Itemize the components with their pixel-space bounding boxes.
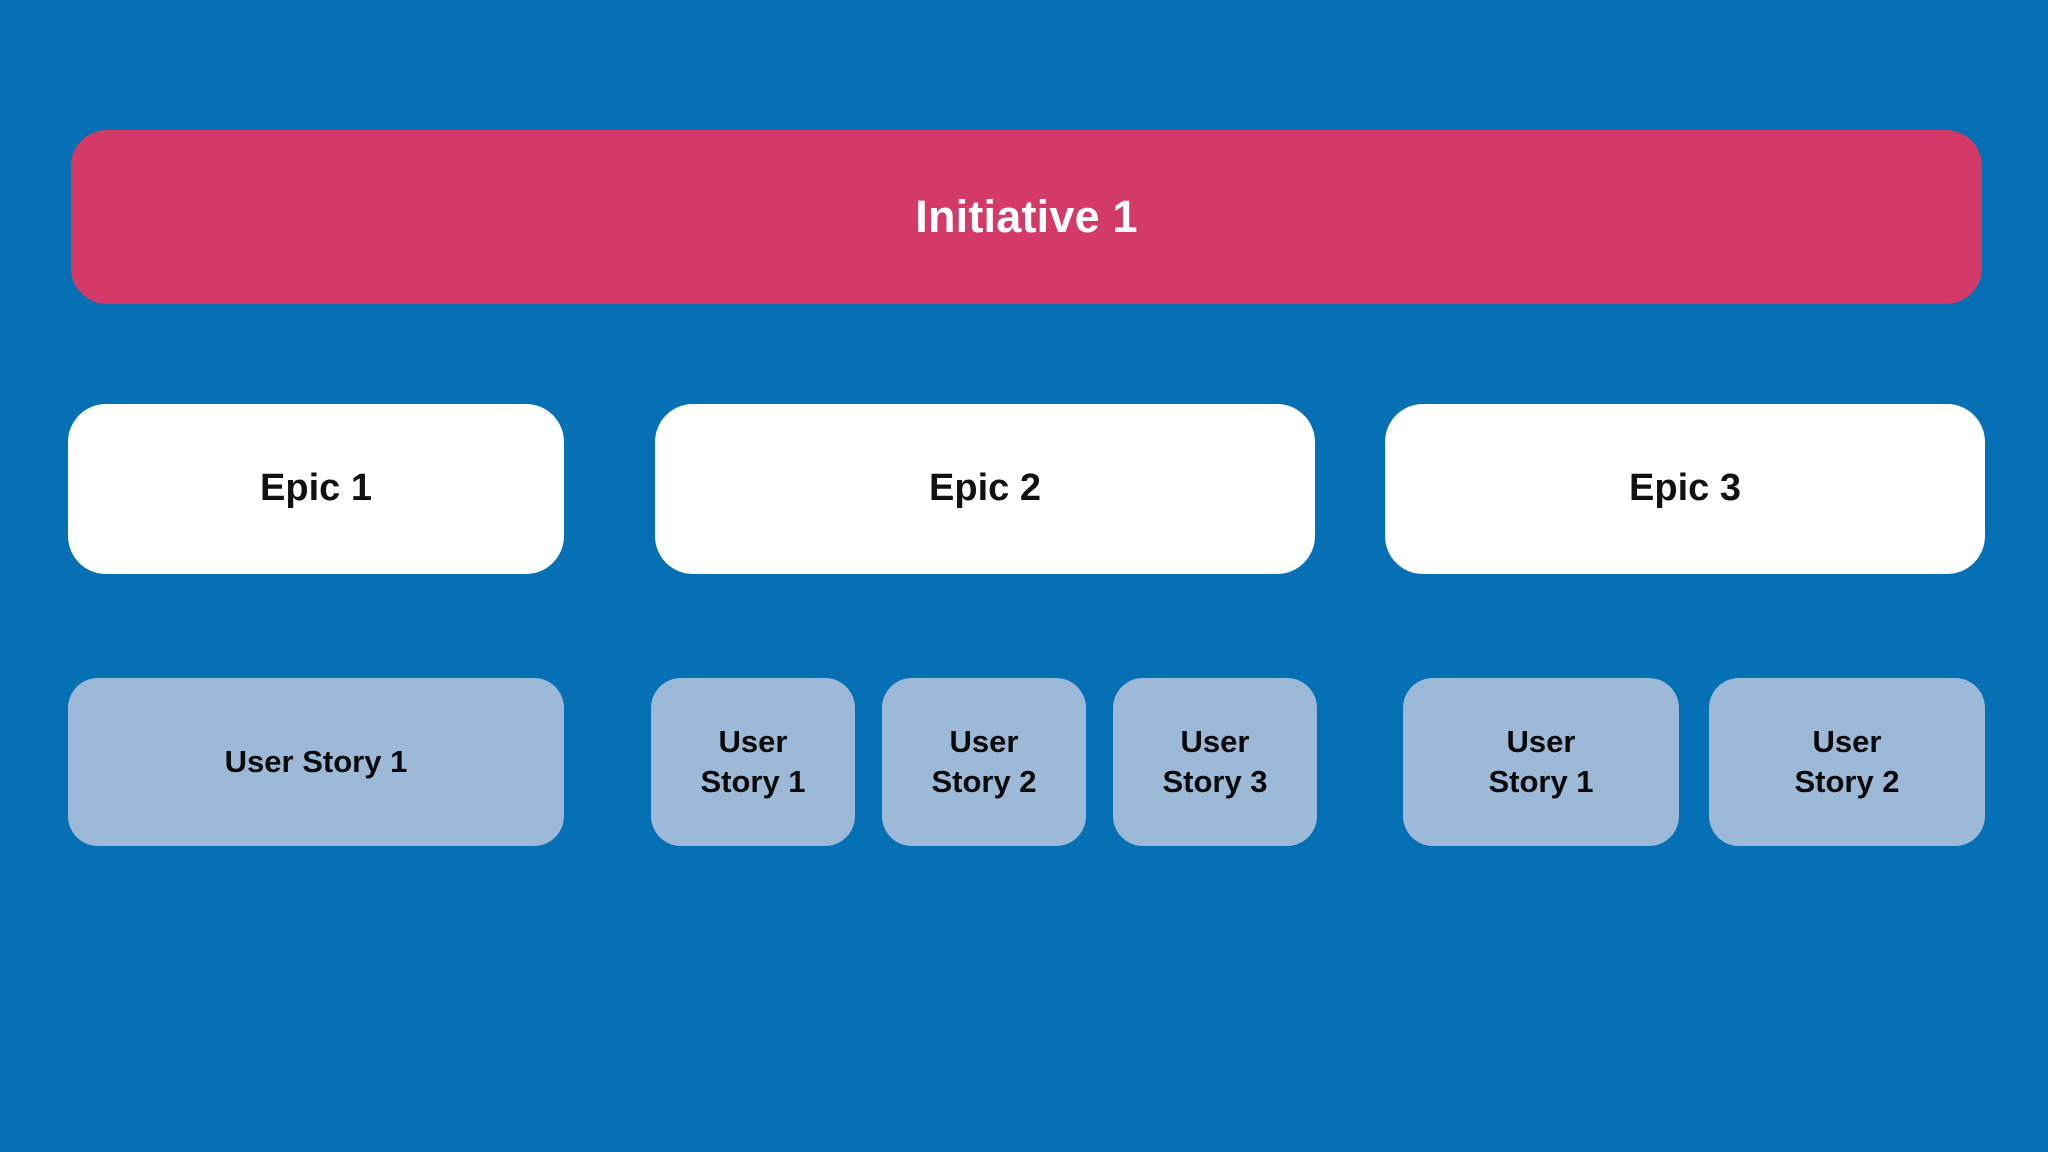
epic-card-1[interactable]: Epic 1 [68,404,564,574]
epic-label-3: Epic 3 [1629,467,1741,510]
user-story-group-epic-3: User Story 1 User Story 2 [1403,678,1985,846]
user-story-label: User Story 1 [224,744,408,780]
user-story-label: User Story 1 [692,722,813,801]
initiative-label: Initiative 1 [915,191,1138,243]
initiative-card[interactable]: Initiative 1 [71,130,1982,304]
user-story-label-line2: Story 3 [1162,764,1268,799]
user-story-label-line1: User [718,724,788,760]
user-story-card[interactable]: User Story 2 [1709,678,1985,846]
user-story-label: User Story 1 [1480,722,1601,801]
user-story-label-line1: User [949,724,1019,760]
epic-card-2[interactable]: Epic 2 [655,404,1315,574]
user-story-label-line2: Story 2 [931,764,1037,799]
epic-label-2: Epic 2 [929,467,1041,510]
user-story-label-line1: User [1506,724,1576,760]
user-story-label-line2: Story 1 [700,764,806,799]
user-story-group-epic-1: User Story 1 [68,678,564,846]
user-story-label: User Story 3 [1154,722,1275,801]
user-story-card[interactable]: User Story 2 [882,678,1086,846]
user-story-label-line2: Story 2 [1794,764,1900,799]
user-story-group-epic-2: User Story 1 User Story 2 User Story 3 [651,678,1317,846]
user-story-card[interactable]: User Story 3 [1113,678,1317,846]
user-story-label-line1: User [1812,724,1882,760]
initiative-row: Initiative 1 [71,130,1982,304]
user-story-label-line1: User [1180,724,1250,760]
user-story-label: User Story 2 [923,722,1044,801]
user-story-card[interactable]: User Story 1 [68,678,564,846]
user-story-label-line2: Story 1 [1488,764,1594,799]
user-story-card[interactable]: User Story 1 [651,678,855,846]
epic-row: Epic 1 Epic 2 Epic 3 [0,404,2048,574]
epic-label-1: Epic 1 [260,467,372,510]
user-story-card[interactable]: User Story 1 [1403,678,1679,846]
user-story-row: User Story 1 User Story 1 User Story 2 U… [0,678,2048,846]
epic-card-3[interactable]: Epic 3 [1385,404,1985,574]
user-story-label: User Story 2 [1786,722,1907,801]
